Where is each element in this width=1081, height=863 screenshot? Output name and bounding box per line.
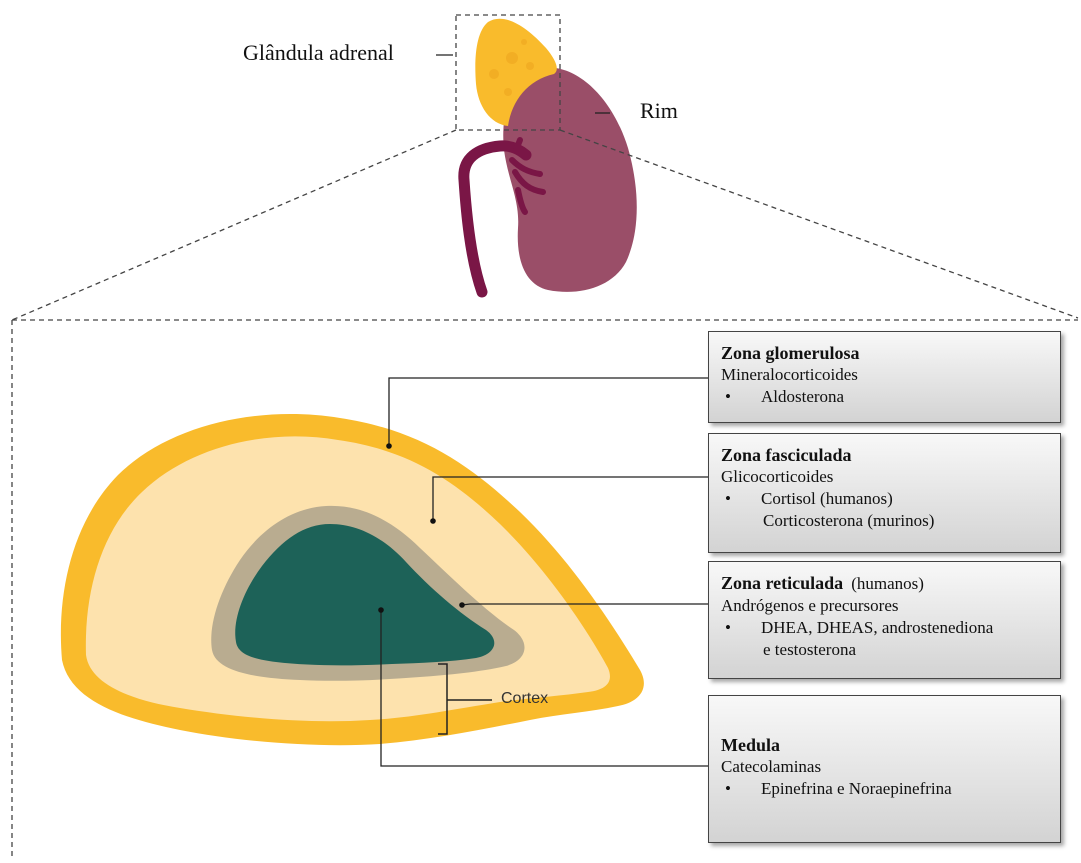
zone-title: Zona reticulada <box>721 573 843 593</box>
zone-title-row: Zona reticulada (humanos) <box>721 572 1048 595</box>
zone-item-text: Epinefrina e Noraepinefrina <box>761 779 952 798</box>
zona-fasciculada-box: Zona fasciculada Glicocorticoides • Cort… <box>708 433 1061 553</box>
zoom-line-left <box>12 130 456 320</box>
zone-item-text: DHEA, DHEAS, androstenediona <box>761 618 993 637</box>
zona-glomerulosa-box: Zona glomerulosa Mineralocorticoides • A… <box>708 331 1061 423</box>
zone-item: • Epinefrina e Noraepinefrina <box>721 778 1048 800</box>
zone-item-extra: Corticosterona (murinos) <box>761 510 1048 532</box>
zone-hormone-class: Andrógenos e precursores <box>721 595 1048 617</box>
zone-item-extra: e testosterona <box>761 639 1048 661</box>
zone-item: • DHEA, DHEAS, androstenediona e testost… <box>721 617 1048 661</box>
zone-title: Zona glomerulosa <box>721 342 1048 364</box>
zone-item: • Cortisol (humanos) Corticosterona (mur… <box>721 488 1048 532</box>
adrenal-cross-section <box>61 414 644 745</box>
zone-item: • Aldosterona <box>721 386 1048 408</box>
zone-hormone-class: Catecolaminas <box>721 756 1048 778</box>
connector-glomerulosa <box>389 378 708 445</box>
bullet-icon: • <box>725 617 731 639</box>
bullet-icon: • <box>725 778 731 800</box>
zona-reticulada-box: Zona reticulada (humanos) Andrógenos e pr… <box>708 561 1061 679</box>
cortex-label: Cortex <box>501 690 548 708</box>
bullet-icon: • <box>725 488 731 510</box>
zone-hormone-class: Mineralocorticoides <box>721 364 1048 386</box>
zone-item-text: Cortisol (humanos) <box>761 489 893 508</box>
zone-title: Medula <box>721 734 1048 756</box>
zone-title: Zona fasciculada <box>721 444 1048 466</box>
adrenal-gland-label: Glândula adrenal <box>243 40 394 66</box>
zoom-line-right <box>560 130 1078 318</box>
zone-title-note: (humanos) <box>851 574 924 593</box>
zone-hormone-class: Glicocorticoides <box>721 466 1048 488</box>
medula-box: Medula Catecolaminas • Epinefrina e Nora… <box>708 695 1061 843</box>
kidney-label: Rim <box>640 98 678 124</box>
bullet-icon: • <box>725 386 731 408</box>
zone-item-text: Aldosterona <box>761 387 844 406</box>
